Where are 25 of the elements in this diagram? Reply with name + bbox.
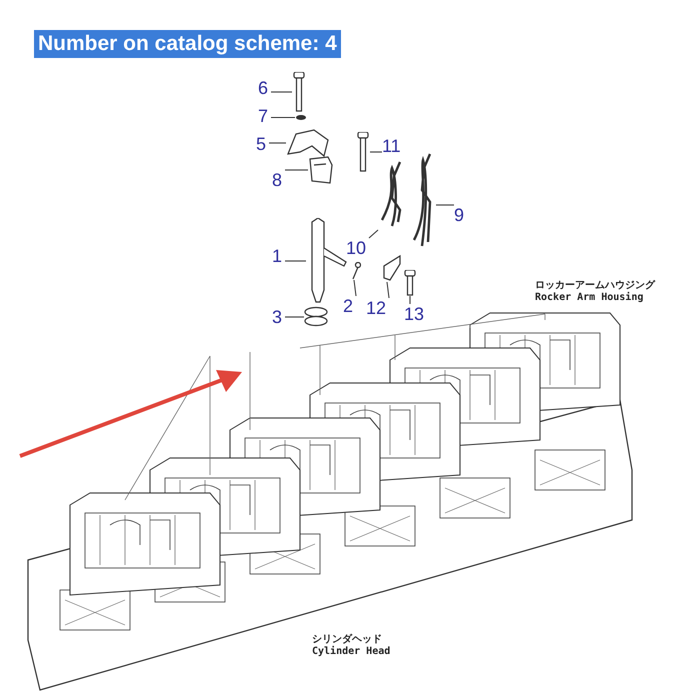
callout-number: 8 [272,170,282,190]
part-label: Cylinder Head [312,646,390,658]
part-label: ロッカーアームハウジング [535,280,655,292]
leader-line [268,142,286,144]
callout-number: 6 [258,78,268,98]
leader-line [284,260,306,262]
callout-number: 11 [382,136,401,156]
callout-number: 5 [256,134,266,154]
leader-line [386,282,390,298]
part-label: シリンダヘッド [312,634,382,646]
leader-line [436,204,454,206]
leader-line [270,117,296,118]
callout-number: 3 [272,307,282,327]
leader-line [284,316,304,318]
callout-number: 13 [404,304,424,324]
part-label: Rocker Arm Housing [535,292,644,304]
leader-line [368,230,378,238]
leader-line [354,280,356,296]
callout-number: 1 [272,246,282,266]
title: Number on catalog scheme: 4 [34,30,341,58]
callout-number: 2 [343,296,354,316]
callout-number: 10 [346,238,366,258]
callout-number: 12 [366,298,386,318]
callout-number: 7 [258,106,268,126]
callout-number: 9 [454,205,464,225]
